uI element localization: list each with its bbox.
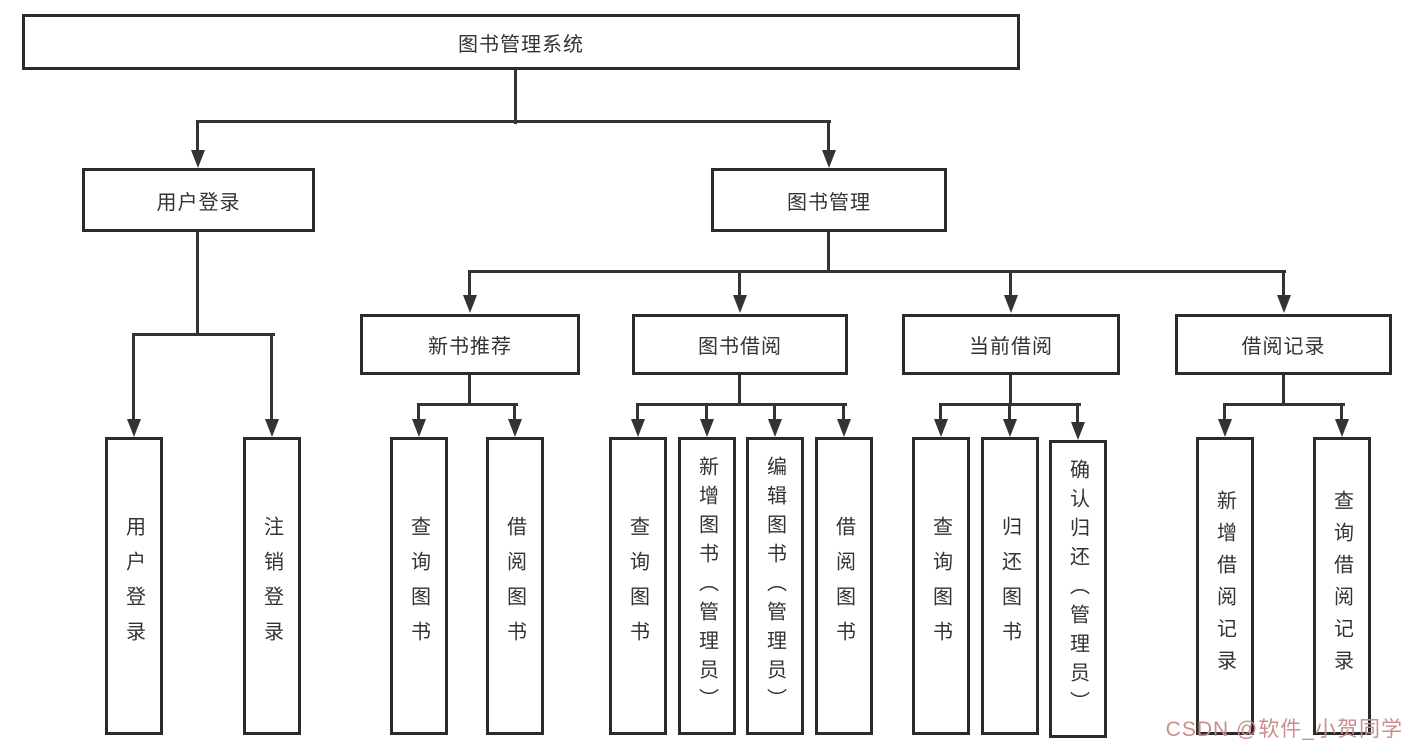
node-book-borrow: 图书借阅 [632, 314, 848, 375]
leaf-logout: 注销登录 [243, 437, 301, 735]
connector-line [1282, 270, 1285, 297]
leaf-confirm-return-admin: 确认归还（管理员） [1049, 440, 1107, 738]
connector-line [738, 375, 741, 405]
connector-line [738, 270, 741, 297]
connector-line [132, 333, 275, 336]
connector-line [939, 403, 942, 421]
connector-line [417, 403, 420, 421]
connector-line [417, 403, 518, 406]
leaf-query-books-recommend: 查询图书 [390, 437, 448, 735]
connector-line [827, 120, 830, 153]
arrowhead-icon [1071, 422, 1085, 440]
connector-line [513, 403, 516, 421]
connector-line [196, 120, 199, 153]
connector-line [468, 375, 471, 405]
node-borrow-record: 借阅记录 [1175, 314, 1392, 375]
arrowhead-icon [934, 419, 948, 437]
connector-line [468, 270, 1286, 273]
arrowhead-icon [1277, 295, 1291, 313]
arrowhead-icon [631, 419, 645, 437]
arrowhead-icon [412, 419, 426, 437]
connector-line [1223, 403, 1345, 406]
arrowhead-icon [822, 150, 836, 168]
connector-line [1282, 375, 1285, 405]
connector-line [1340, 403, 1343, 421]
connector-line [1009, 375, 1012, 405]
arrowhead-icon [1335, 419, 1349, 437]
connector-line [842, 403, 845, 421]
arrowhead-icon [700, 419, 714, 437]
leaf-query-books-current: 查询图书 [912, 437, 970, 735]
connector-line [1009, 270, 1012, 297]
connector-line [1223, 403, 1226, 421]
arrowhead-icon [265, 419, 279, 437]
leaf-borrow-books-recommend: 借阅图书 [486, 437, 544, 735]
arrowhead-icon [127, 419, 141, 437]
leaf-query-books-borrow: 查询图书 [609, 437, 667, 735]
connector-line [270, 333, 273, 421]
connector-line [196, 232, 199, 335]
connector-line [705, 403, 708, 421]
arrowhead-icon [191, 150, 205, 168]
leaf-add-book-admin: 新增图书（管理员） [678, 437, 736, 735]
leaf-return-book: 归还图书 [981, 437, 1039, 735]
arrowhead-icon [1218, 419, 1232, 437]
connector-line [196, 120, 831, 123]
leaf-query-borrow-record: 查询借阅记录 [1313, 437, 1371, 735]
node-root: 图书管理系统 [22, 14, 1020, 70]
connector-line [827, 232, 830, 273]
connector-line [1008, 403, 1011, 421]
arrowhead-icon [733, 295, 747, 313]
connector-line [468, 270, 471, 297]
arrowhead-icon [837, 419, 851, 437]
connector-line [1076, 403, 1079, 424]
node-current-borrow: 当前借阅 [902, 314, 1120, 375]
connector-line [636, 403, 847, 406]
node-book-management: 图书管理 [711, 168, 947, 232]
arrowhead-icon [463, 295, 477, 313]
arrowhead-icon [1004, 295, 1018, 313]
leaf-user-login: 用户登录 [105, 437, 163, 735]
arrowhead-icon [508, 419, 522, 437]
connector-line [636, 403, 639, 421]
connector-line [773, 403, 776, 421]
node-new-book-recommend: 新书推荐 [360, 314, 580, 375]
arrowhead-icon [1003, 419, 1017, 437]
leaf-edit-book-admin: 编辑图书（管理员） [746, 437, 804, 735]
arrowhead-icon [768, 419, 782, 437]
leaf-borrow-books-borrow: 借阅图书 [815, 437, 873, 735]
node-user-login: 用户登录 [82, 168, 315, 232]
leaf-add-borrow-record: 新增借阅记录 [1196, 437, 1254, 735]
connector-line [514, 70, 517, 124]
connector-line [132, 333, 135, 421]
csdn-watermark: CSDN @软件_小贺同学 [1165, 718, 1403, 741]
